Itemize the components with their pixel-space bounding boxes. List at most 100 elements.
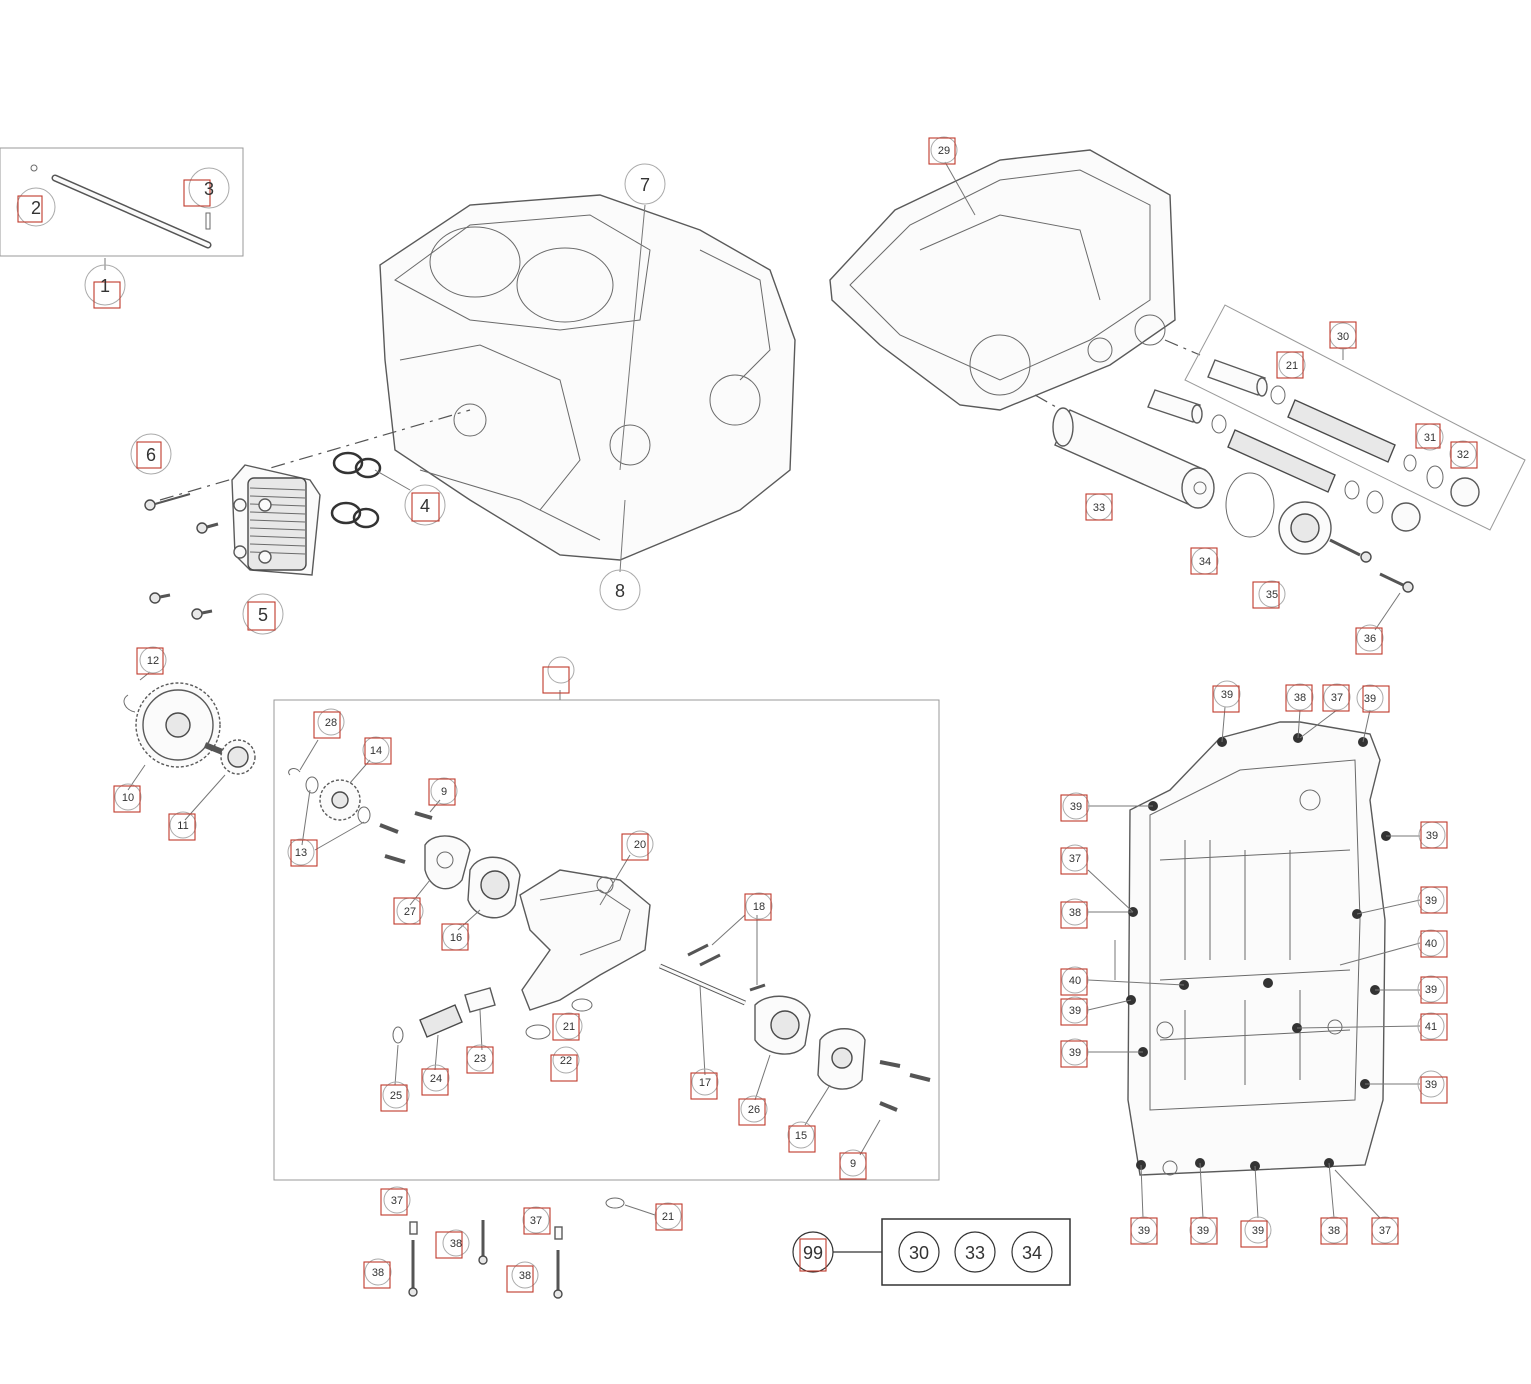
callout-21-loose[interactable]: 21 [654, 1202, 683, 1231]
callout-5[interactable]: 5 [242, 593, 284, 635]
svg-text:38: 38 [1328, 1225, 1340, 1237]
callout-11[interactable]: 11 [168, 811, 197, 841]
callout-39-10[interactable]: 39 [1130, 1216, 1158, 1245]
callout-13[interactable]: 13 [287, 838, 318, 867]
svg-text:25: 25 [390, 1090, 402, 1102]
svg-text:24: 24 [430, 1073, 442, 1085]
callout-25[interactable]: 25 [380, 1081, 410, 1112]
callout-18[interactable]: 18 [744, 892, 773, 921]
seal-ring-34 [1225, 472, 1275, 538]
callout-37-d[interactable]: 37 [1060, 844, 1089, 875]
callout-2[interactable]: 2 [16, 187, 56, 227]
callout-39-6[interactable]: 39 [1417, 975, 1448, 1004]
callout-37-a[interactable]: 37 [380, 1186, 411, 1216]
kit-item-2: 33 [965, 1243, 985, 1263]
callout-38-d[interactable]: 38 [1285, 683, 1314, 712]
callout-39-11[interactable]: 39 [1189, 1216, 1218, 1245]
callout-36[interactable]: 36 [1355, 624, 1384, 655]
callout-39-3[interactable]: 39 [1060, 792, 1090, 822]
callout-31[interactable]: 31 [1415, 423, 1444, 451]
callout-38-e[interactable]: 38 [1060, 898, 1089, 929]
callout-34[interactable]: 34 [1190, 547, 1219, 575]
callout-26[interactable]: 26 [738, 1095, 768, 1126]
svg-text:21: 21 [1286, 360, 1298, 372]
filter-element-31 [1227, 399, 1396, 493]
callout-14[interactable]: 14 [362, 736, 392, 765]
callout-pump-assy[interactable] [542, 656, 575, 694]
callout-6[interactable]: 6 [130, 433, 172, 475]
callout-37-c[interactable]: 37 [1322, 683, 1351, 712]
callout-39-7[interactable]: 39 [1060, 996, 1089, 1026]
callout-40-b[interactable]: 40 [1060, 966, 1089, 996]
svg-text:39: 39 [1221, 689, 1233, 701]
svg-text:39: 39 [1425, 984, 1437, 996]
svg-text:8: 8 [615, 581, 625, 601]
callout-37-e[interactable]: 37 [1371, 1216, 1399, 1245]
svg-text:41: 41 [1425, 1021, 1437, 1033]
callout-39-2[interactable]: 39 [1356, 684, 1390, 713]
callout-10[interactable]: 10 [113, 783, 142, 813]
svg-text:38: 38 [372, 1267, 384, 1279]
callout-21-pump[interactable]: 21 [552, 1012, 583, 1041]
svg-text:27: 27 [404, 906, 416, 918]
callout-24[interactable]: 24 [421, 1064, 450, 1096]
callout-32[interactable]: 32 [1449, 440, 1478, 469]
callout-39-12[interactable]: 39 [1240, 1216, 1272, 1248]
o-rings-4 [330, 451, 411, 529]
callout-39-9[interactable]: 39 [1417, 1070, 1448, 1104]
callout-8[interactable]: 8 [599, 569, 641, 611]
svg-text:38: 38 [1069, 907, 1081, 919]
callout-17[interactable]: 17 [690, 1068, 719, 1100]
callout-38-f[interactable]: 38 [1320, 1216, 1348, 1245]
kit-ref-label: 99 [803, 1243, 823, 1263]
callout-29[interactable]: 29 [928, 136, 958, 165]
oil-gallery-tube-group [0, 147, 244, 270]
svg-text:3: 3 [204, 179, 214, 199]
callout-1[interactable]: 1 [84, 264, 126, 309]
callout-39-1[interactable]: 39 [1212, 680, 1241, 713]
callout-39-8[interactable]: 39 [1060, 1038, 1089, 1068]
callout-30[interactable]: 30 [1329, 321, 1357, 350]
oil-cooler [231, 464, 321, 576]
svg-text:32: 32 [1457, 449, 1469, 461]
callout-39-5[interactable]: 39 [1417, 886, 1448, 914]
callout-21-filter[interactable]: 21 [1276, 351, 1306, 379]
callout-9-upper[interactable]: 9 [428, 777, 458, 806]
callout-4[interactable]: 4 [404, 484, 446, 526]
callout-28[interactable]: 28 [313, 708, 345, 739]
dowels-and-bolts [408, 1197, 656, 1299]
callout-7[interactable]: 7 [624, 163, 666, 205]
callout-33[interactable]: 33 [1085, 493, 1113, 521]
kit-reference: 99 30 33 34 [792, 1218, 1071, 1286]
svg-text:39: 39 [1425, 1079, 1437, 1091]
svg-text:22: 22 [560, 1055, 572, 1067]
svg-text:30: 30 [1337, 331, 1349, 343]
callout-9-lower[interactable]: 9 [839, 1149, 867, 1180]
oil-pump-drive-gear [123, 682, 221, 768]
svg-text:37: 37 [1331, 692, 1343, 704]
callout-16[interactable]: 16 [441, 923, 470, 951]
oil-pan-leaders [1087, 706, 1421, 1219]
callout-27[interactable]: 27 [393, 897, 424, 925]
callout-40-a[interactable]: 40 [1417, 929, 1448, 958]
callout-15[interactable]: 15 [787, 1121, 816, 1153]
callout-39-4[interactable]: 39 [1418, 821, 1448, 849]
callout-22[interactable]: 22 [550, 1046, 580, 1082]
svg-text:1: 1 [100, 276, 110, 296]
callout-20[interactable]: 20 [621, 830, 654, 861]
callout-38-b[interactable]: 38 [363, 1258, 392, 1289]
svg-text:13: 13 [295, 847, 307, 859]
callout-3[interactable]: 3 [183, 167, 230, 209]
svg-text:2: 2 [31, 198, 41, 218]
filter-cover-35 [1278, 501, 1372, 563]
svg-text:39: 39 [1138, 1225, 1150, 1237]
callout-35[interactable]: 35 [1252, 580, 1286, 609]
svg-text:12: 12 [147, 655, 159, 667]
callout-12[interactable]: 12 [136, 646, 167, 675]
callout-37-b[interactable]: 37 [522, 1206, 551, 1235]
callout-41[interactable]: 41 [1417, 1012, 1448, 1041]
svg-text:39: 39 [1425, 895, 1437, 907]
callout-23[interactable]: 23 [466, 1044, 494, 1074]
callout-38-c[interactable]: 38 [506, 1261, 539, 1293]
callout-38-a[interactable]: 38 [435, 1229, 470, 1259]
